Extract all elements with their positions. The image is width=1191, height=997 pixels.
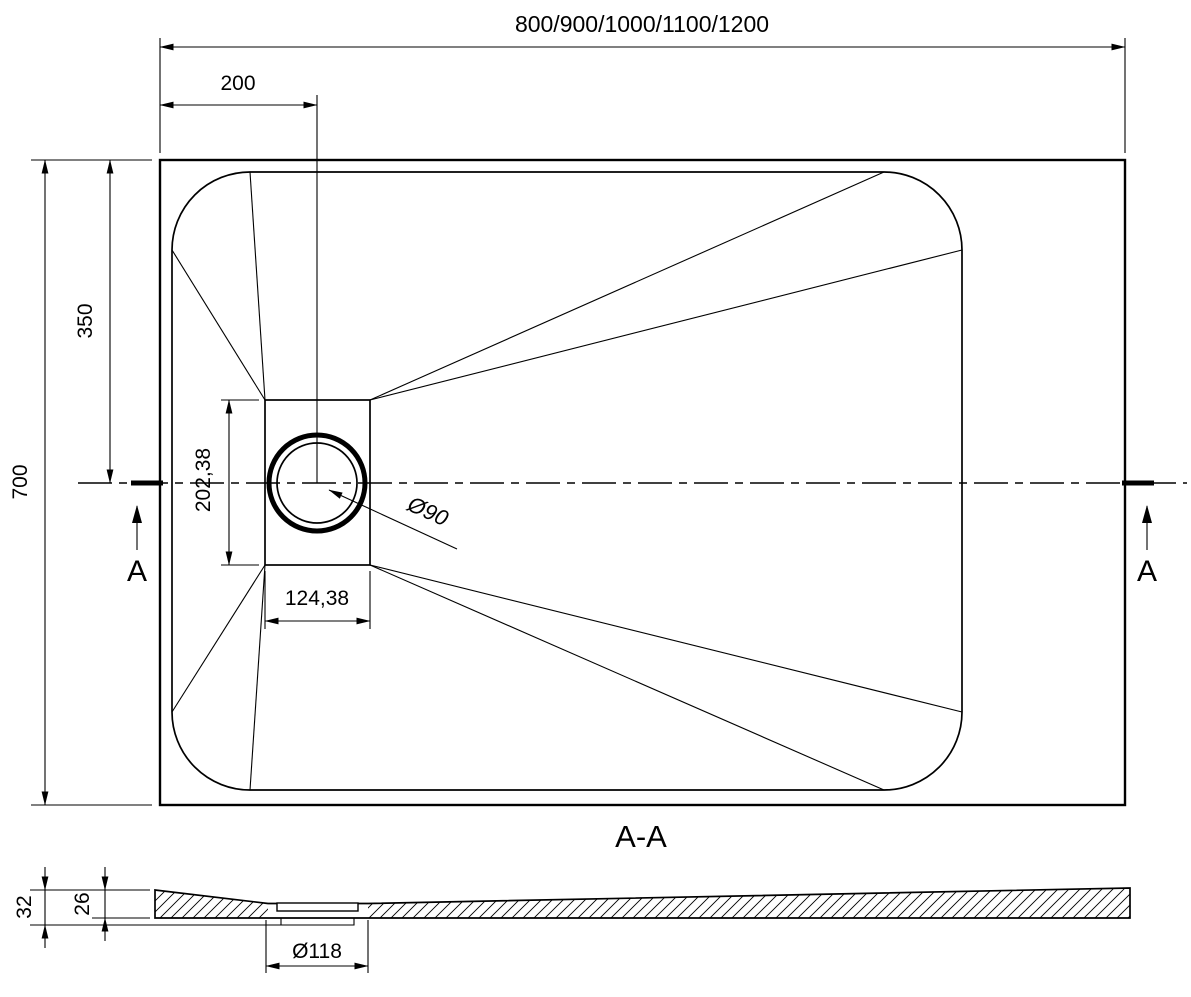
dim-edge-height-label: 26 [71, 892, 94, 915]
top-view: A A 800/900/1000/1100/1200 200 350 700 [9, 11, 1187, 807]
dim-drain-flange-diameter-label: Ø118 [292, 940, 342, 963]
dim-overall-width: 800/900/1000/1100/1200 [159, 11, 1126, 153]
dim-top-to-center-label: 350 [74, 303, 97, 338]
dim-recess-length-label: 202,38 [192, 448, 215, 512]
dim-recess-width: 124,38 [264, 571, 371, 629]
dim-drain-offset-label: 200 [220, 72, 255, 95]
dim-total-height: 32 [13, 867, 281, 948]
dim-drain-diameter-label: Ø90 [403, 491, 453, 531]
section-view: A-A 26 32 Ø118 [13, 819, 1131, 973]
dim-drain-flange-diameter: Ø118 [265, 920, 369, 973]
dim-overall-depth-label: 700 [9, 464, 32, 499]
tray-inner-outline [171, 171, 963, 791]
dim-recess-length: 202,38 [192, 399, 259, 566]
dim-overall-depth: 700 [9, 159, 152, 806]
dim-edge-height: 26 [30, 867, 150, 941]
section-mark-right-label: A [1137, 555, 1157, 588]
dim-drain-offset: 200 [159, 72, 318, 109]
section-mark-left-label: A [127, 555, 147, 588]
section-slab-outline [154, 887, 1131, 919]
dim-top-to-center: 350 [31, 159, 152, 484]
dim-overall-width-label: 800/900/1000/1100/1200 [515, 11, 769, 37]
drain-cover-plate [276, 902, 359, 912]
section-cut-marks: A A [127, 505, 1157, 588]
dim-recess-width-label: 124,38 [285, 587, 349, 610]
section-title: A-A [615, 819, 667, 854]
drain-flange-below [280, 918, 355, 926]
slope-lines [171, 171, 963, 791]
dim-total-height-label: 32 [13, 895, 36, 918]
